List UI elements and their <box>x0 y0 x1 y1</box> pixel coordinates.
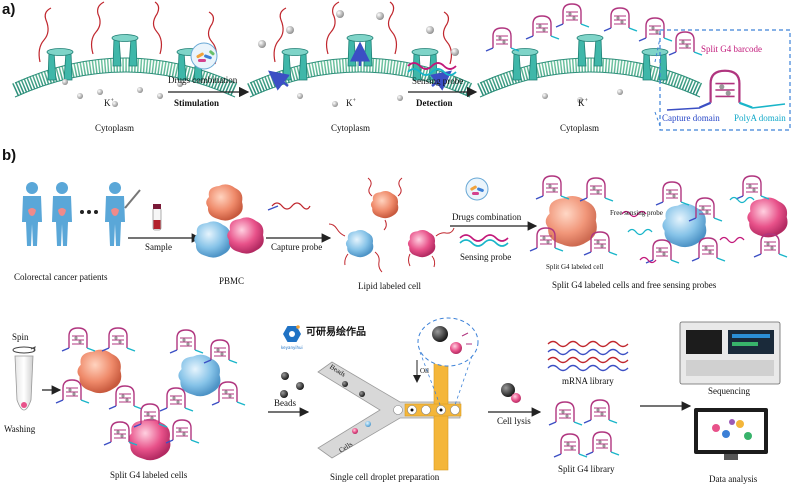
ions-resting <box>62 79 183 107</box>
syringe-icon <box>124 189 141 209</box>
split-g4-labeled-cells-label: Split G4 labeled cells <box>110 470 188 480</box>
panel-b-letter: b) <box>2 147 17 164</box>
washing-label: Washing <box>4 424 36 434</box>
free-sensing-probe-label: Free sensing probe <box>610 209 663 217</box>
oil-label: Oil <box>420 367 429 375</box>
capture-domain-label: Capture domain <box>662 113 720 123</box>
beads-icon <box>280 372 304 398</box>
sequencer-icon <box>679 321 781 385</box>
split-g4-barcode-illustration <box>698 69 754 109</box>
ions-detected <box>542 89 623 103</box>
data-analysis-monitor-icon <box>694 408 768 460</box>
sequencing-label: Sequencing <box>708 386 750 396</box>
beads-label: Beads <box>274 398 296 408</box>
droplet-prep-label: Single cell droplet preparation <box>330 472 440 482</box>
sample-label: Sample <box>145 242 172 252</box>
detection-label: Detection <box>416 98 453 108</box>
mrna-library-strands <box>547 340 629 372</box>
ion-label-3: K+ <box>578 98 588 108</box>
droplet-chip <box>317 351 462 471</box>
spin-label: Spin <box>12 332 29 342</box>
sensing-probe-label: Sensing probe <box>412 76 464 86</box>
ion-label-1: K+ <box>104 98 114 108</box>
capture-probe-icon <box>267 202 311 211</box>
sensing-probe-b-label: Sensing probe <box>460 252 512 262</box>
panel-b-row1 <box>22 175 788 273</box>
blood-tube-icon <box>152 204 162 231</box>
panel-a-letter: a) <box>2 1 16 18</box>
drugs-combination-label: Drugs combination <box>168 75 238 85</box>
brand-name: 可研易绘作品 <box>306 327 366 338</box>
lipid-labeled-cells <box>328 177 455 273</box>
panel-b-row2 <box>12 317 781 471</box>
drug-capsules-icon-b <box>465 177 489 201</box>
stimulation-label: Stimulation <box>174 98 220 108</box>
split-g4-labeled-cell-label: Split G4 labeled cell <box>546 263 604 271</box>
pbmc-cells <box>194 184 264 258</box>
drugs-combination-b-label: Drugs combination <box>452 212 522 222</box>
panel-a <box>15 1 791 131</box>
lipid-labeled-cell-label: Lipid labeled cell <box>358 281 421 291</box>
patient-figures <box>22 182 125 246</box>
pbmc-label: PBMC <box>219 276 245 286</box>
capture-probe-label: Capture probe <box>271 242 323 252</box>
lysed-cell-icon <box>501 383 521 403</box>
split-g4-library-label: Split G4 library <box>558 464 615 474</box>
ion-label-2: K+ <box>346 98 356 108</box>
droplet-zoom <box>417 317 479 406</box>
membrane-detected <box>480 3 702 97</box>
split-g4-barcode-label: Split G4 barcode <box>701 44 762 54</box>
mrna-library-label: mRNA library <box>562 376 614 386</box>
sensing-probe-strand <box>407 62 457 70</box>
split-g4-labeled-cells-with-free-probes <box>529 175 788 264</box>
patients-label: Colorectal cancer patients <box>14 272 108 282</box>
barcode-inset-box <box>659 29 791 131</box>
drug-capsules-icon <box>190 42 218 70</box>
split-g4-library-glyphs <box>548 399 620 458</box>
cell-lysis-label: Cell lysis <box>497 416 531 426</box>
cytoplasm-label-1: Cytoplasm <box>95 123 135 133</box>
data-analysis-label: Data analysis <box>709 474 758 484</box>
spin-tube-icon <box>12 346 36 411</box>
split-g4-labeled-cells-washed <box>55 327 246 461</box>
ions-released <box>258 10 459 107</box>
brand-logo-text: keyanyihui <box>281 345 303 350</box>
brand-logo <box>283 325 301 342</box>
split-g4-cells-free-probes-label: Split G4 labeled cells and free sensing … <box>552 280 717 290</box>
cytoplasm-label-2: Cytoplasm <box>331 123 371 133</box>
cytoplasm-label-3: Cytoplasm <box>560 123 600 133</box>
polya-domain-label: PolyA domain <box>734 113 786 123</box>
